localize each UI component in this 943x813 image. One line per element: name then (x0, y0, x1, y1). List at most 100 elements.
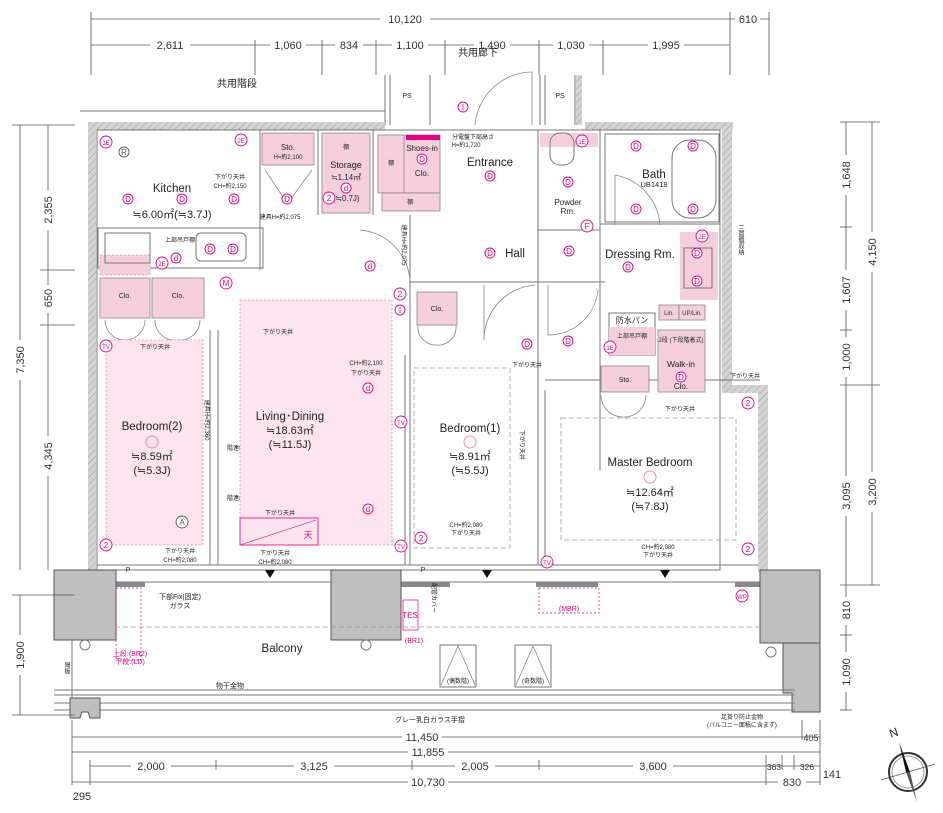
shoes-clo-label: Clo. (415, 169, 429, 178)
note-sagari: 下がり天井 (260, 549, 290, 557)
svg-text:D: D (690, 142, 696, 151)
note-sagari: 下がり天井 (512, 361, 542, 369)
master-bedroom-label: Master Bedroom (607, 457, 692, 469)
shelf-label: 棚 (388, 159, 394, 167)
dim-label: 3,095 (841, 482, 853, 510)
svg-text:I: I (399, 306, 401, 315)
svg-text:TV: TV (543, 561, 551, 567)
dim-top-segments: 2,611 1,060 834 1,100 1,490 1,030 1,995 (150, 38, 684, 52)
column (759, 569, 821, 644)
dim-label: 2,000 (137, 761, 165, 773)
downlight-icon: D (563, 245, 575, 257)
dim-label: 1,607 (841, 276, 853, 304)
dim-label: 326 (800, 762, 814, 772)
svg-text:1E: 1E (102, 141, 109, 147)
outlet-1e-icon: 1E (575, 134, 589, 148)
svg-text:D: D (487, 249, 493, 258)
even-floor-label: (偶数階) (447, 677, 469, 685)
note-ch2080: CH=約2,080 (163, 556, 197, 564)
note-sagari: 下がり天井 (215, 173, 245, 181)
svg-text:2: 2 (746, 399, 751, 408)
toilet (549, 132, 575, 166)
svg-text:D: D (125, 195, 131, 204)
dim-label: 141 (823, 769, 841, 781)
dim-label: 2,611 (157, 40, 184, 52)
pipe-p-label: P (126, 567, 131, 574)
svg-text:d: d (366, 384, 370, 393)
note-ch2100: CH=約2,100 (349, 359, 383, 367)
windows (115, 570, 760, 587)
downlight-icon: D (630, 203, 642, 215)
downlight-icon: D (691, 247, 703, 259)
downlight-icon: D (122, 193, 134, 205)
dim-label: 11,450 (406, 732, 439, 744)
dim-label: 4,150 (867, 238, 879, 266)
svg-text:2: 2 (104, 541, 109, 550)
shelf-label: 棚 (407, 198, 413, 206)
svg-text:M: M (223, 279, 230, 288)
aircon-unit (115, 587, 142, 661)
bedroom1-area: ≒8.91㎡ (449, 450, 491, 463)
note-sagari: 下がり天井 (351, 369, 381, 377)
storage-area: ≒1.14㎡ (331, 173, 361, 182)
cooktop (104, 232, 151, 264)
note-h2075: 建具H=約2,075 (260, 213, 302, 221)
svg-text:D: D (231, 195, 237, 204)
bedroom-2 (105, 339, 204, 546)
bath-unit (604, 133, 720, 223)
svg-text:D: D (284, 195, 290, 204)
kitchen-area: ≒6.00㎡(≒3.7J) (133, 208, 212, 221)
downlight-icon: D (176, 193, 188, 205)
dim-label: 1,490 (478, 40, 506, 52)
kitchen-label: Kitchen (153, 183, 191, 195)
outlet-2e-icon: 2E (234, 133, 248, 147)
outlet-2e-icon: 2E (155, 256, 169, 270)
outlet-icon: 2 (741, 396, 755, 410)
small-light-icon: d (170, 252, 182, 264)
svg-text:TV: TV (397, 545, 405, 551)
downlight-icon: D (281, 193, 293, 205)
sink (195, 232, 247, 262)
bedroom2-area: ≒8.59㎡ (131, 450, 173, 463)
note-sagari: 下がり天井 (665, 405, 695, 413)
outlet-icon: 2 (741, 542, 755, 556)
downlight-icon: D (204, 243, 216, 255)
aircon-upper-label: 上段:(BR2) (113, 649, 147, 658)
bath-unit-label: UB1418 (640, 180, 667, 189)
downlight-icon: D (521, 338, 533, 350)
footrest-note: (バルコニー面積に含まず) (707, 721, 777, 729)
svg-text:d: d (368, 262, 372, 271)
sto-label: Sto. (281, 143, 295, 152)
svg-text:2: 2 (419, 534, 424, 543)
right-dimensions: 1,648 4,150 1,607 1,000 3,095 3,200 810 … (838, 121, 880, 711)
kitchen-upper-cab: 上部吊戸棚 (165, 236, 195, 244)
partition-label: 隔板 (63, 661, 70, 675)
note-bunden: 分電盤下部高さ (452, 133, 494, 141)
small-light-icon: d (364, 260, 376, 272)
clo-label: Clo. (172, 293, 185, 300)
small-light-icon: d (340, 182, 352, 194)
svg-text:2: 2 (327, 194, 332, 203)
svg-text:2: 2 (746, 545, 751, 554)
shelf-label: 棚 (343, 143, 349, 151)
upper-cab-label: 上部吊戸棚 (617, 332, 647, 340)
walkin-note: 2段 (下段階着式) (658, 336, 703, 344)
dim-label: 1,090 (841, 658, 853, 686)
dim-label: 3,600 (639, 761, 667, 773)
fan-icon: F (580, 219, 594, 233)
dim-label: 10,730 (411, 777, 445, 789)
downlight-icon: D (675, 371, 687, 383)
tv-outlet-icon: TV (99, 339, 113, 353)
wall-hatch (576, 75, 582, 125)
fix-glass-label: 下部Fix(固定) (159, 592, 201, 601)
outlet-2e-icon: 2E (695, 229, 709, 243)
outlet-m-icon: M (219, 276, 233, 290)
dim-label: 1,060 (274, 40, 302, 52)
dim-label: 3,200 (867, 478, 879, 506)
note-ch2080: CH=約2,080 (641, 543, 675, 551)
dim-label: 830 (783, 777, 801, 789)
bathtub (671, 139, 717, 219)
svg-text:D: D (179, 195, 185, 204)
dim-label: 11,855 (412, 747, 445, 759)
ps-shafts (80, 71, 576, 126)
